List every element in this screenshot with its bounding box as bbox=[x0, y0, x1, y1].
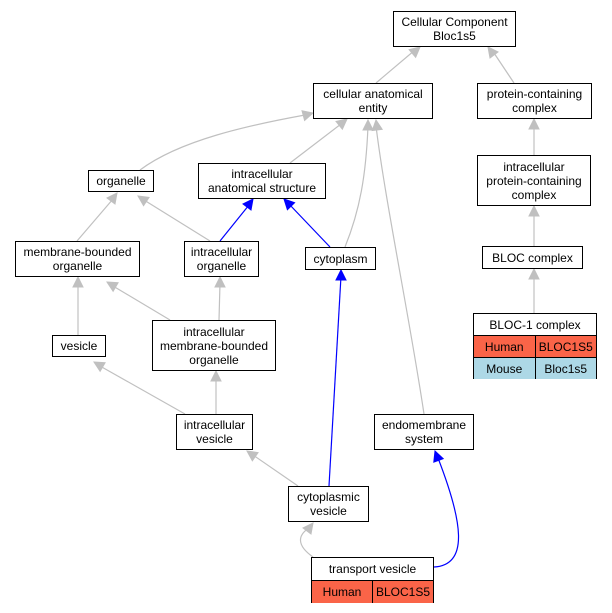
edge-io-to-organelle-arrowhead bbox=[137, 195, 150, 207]
edge-mbo-to-organelle bbox=[76, 198, 114, 242]
node-vesicle[interactable]: vesicle bbox=[52, 335, 106, 357]
edge-endo-to-cae-arrowhead bbox=[371, 118, 384, 132]
edge-transport-to-cv-arrowhead bbox=[302, 522, 314, 535]
edge-ipcc-to-pcc-arrowhead bbox=[528, 117, 540, 130]
edge-mbo-to-organelle-arrowhead bbox=[106, 192, 118, 205]
edge-ias-to-cae-arrowhead bbox=[335, 118, 348, 131]
gene-row-mouse: Mouse Bloc1s5 bbox=[474, 357, 596, 379]
edge-transport-to-endo-arrowhead bbox=[433, 449, 445, 463]
gene-label: Bloc1s5 bbox=[534, 358, 597, 379]
edge-pcc-to-root-arrowhead bbox=[487, 46, 499, 59]
transport-vesicle-title: transport vesicle bbox=[328, 562, 417, 576]
node-cellular-anatomical-entity[interactable]: cellular anatomical entity bbox=[313, 83, 433, 119]
edge-vesicle-to-mbo-arrowhead bbox=[72, 275, 84, 288]
node-bloc-1-complex[interactable]: BLOC-1 complex Human BLOC1S5 Mouse Bloc1… bbox=[473, 313, 597, 379]
edge-cytoplasm-to-ias bbox=[288, 203, 331, 248]
edge-cae-to-root bbox=[375, 49, 416, 84]
species-label: Human bbox=[322, 585, 362, 599]
edge-io-to-organelle bbox=[143, 199, 211, 242]
edge-cytoplasm-to-cae-arrowhead bbox=[362, 118, 374, 131]
node-organelle[interactable]: organelle bbox=[88, 170, 154, 192]
edge-cv-to-cytoplasm bbox=[328, 275, 342, 487]
gene-label: BLOC1S5 bbox=[372, 581, 433, 603]
gene-row-human: Human BLOC1S5 bbox=[474, 335, 596, 357]
node-cytoplasmic-vesicle[interactable]: cytoplasmic vesicle bbox=[288, 486, 369, 522]
edge-cytoplasm-to-cae bbox=[344, 125, 369, 248]
edge-iv-to-vesicle-arrowhead bbox=[93, 361, 106, 373]
edge-imbo-to-io-arrowhead bbox=[214, 275, 226, 288]
node-bloc-complex[interactable]: BLOC complex bbox=[482, 246, 583, 269]
node-protein-containing-complex[interactable]: protein-containing complex bbox=[477, 83, 592, 119]
gene-label: BLOC1S5 bbox=[534, 336, 597, 357]
node-intracellular-organelle[interactable]: intracellular organelle bbox=[184, 241, 259, 277]
node-transport-vesicle[interactable]: transport vesicle Human BLOC1S5 bbox=[311, 557, 434, 603]
node-intracellular-vesicle[interactable]: intracellular vesicle bbox=[176, 414, 253, 450]
edge-bloc1-to-bloc-arrowhead bbox=[528, 267, 540, 280]
edge-cytoplasm-to-ias-arrowhead bbox=[283, 198, 296, 211]
node-intracellular-protein-containing-complex[interactable]: intracellular protein-containing complex bbox=[477, 155, 591, 206]
edge-ias-to-cae bbox=[289, 123, 342, 164]
species-label: Mouse bbox=[486, 361, 523, 376]
edge-organelle-to-cae-arrowhead bbox=[301, 110, 315, 122]
edge-imbo-to-io bbox=[218, 282, 221, 321]
edge-imbo-to-mbo bbox=[112, 285, 171, 321]
bloc-1-complex-title: BLOC-1 complex bbox=[489, 317, 581, 332]
edge-iv-to-imbo-arrowhead bbox=[210, 369, 222, 382]
edge-endo-to-cae bbox=[375, 125, 425, 415]
node-endomembrane-system[interactable]: endomembrane system bbox=[374, 414, 474, 450]
edge-imbo-to-mbo-arrowhead bbox=[106, 281, 119, 293]
edge-io-to-ias bbox=[219, 204, 250, 242]
node-cytoplasm[interactable]: cytoplasm bbox=[305, 247, 376, 270]
gene-row-human: Human BLOC1S5 bbox=[312, 580, 433, 603]
edge-pcc-to-root bbox=[491, 49, 515, 84]
edge-cv-to-cytoplasm-arrowhead bbox=[335, 268, 347, 281]
edge-bloc-to-ipcc-arrowhead bbox=[528, 204, 540, 217]
edge-cv-to-iv bbox=[252, 454, 299, 487]
edge-organelle-to-cae bbox=[139, 114, 306, 171]
edge-cae-to-root-arrowhead bbox=[408, 46, 421, 59]
edge-transport-to-endo bbox=[433, 457, 460, 568]
node-membrane-bounded-organelle[interactable]: membrane-bounded organelle bbox=[15, 241, 140, 277]
node-intracellular-anatomical-structure[interactable]: intracellular anatomical structure bbox=[198, 163, 326, 199]
node-intracellular-membrane-bounded-organelle[interactable]: intracellular membrane-bounded organelle bbox=[152, 320, 276, 371]
edge-iv-to-vesicle bbox=[99, 365, 186, 415]
edge-cv-to-iv-arrowhead bbox=[246, 450, 259, 462]
edge-io-to-ias-arrowhead bbox=[242, 198, 254, 211]
node-cellular-component-root[interactable]: Cellular Component Bloc1s5 bbox=[393, 11, 516, 47]
species-label: Human bbox=[484, 339, 524, 354]
